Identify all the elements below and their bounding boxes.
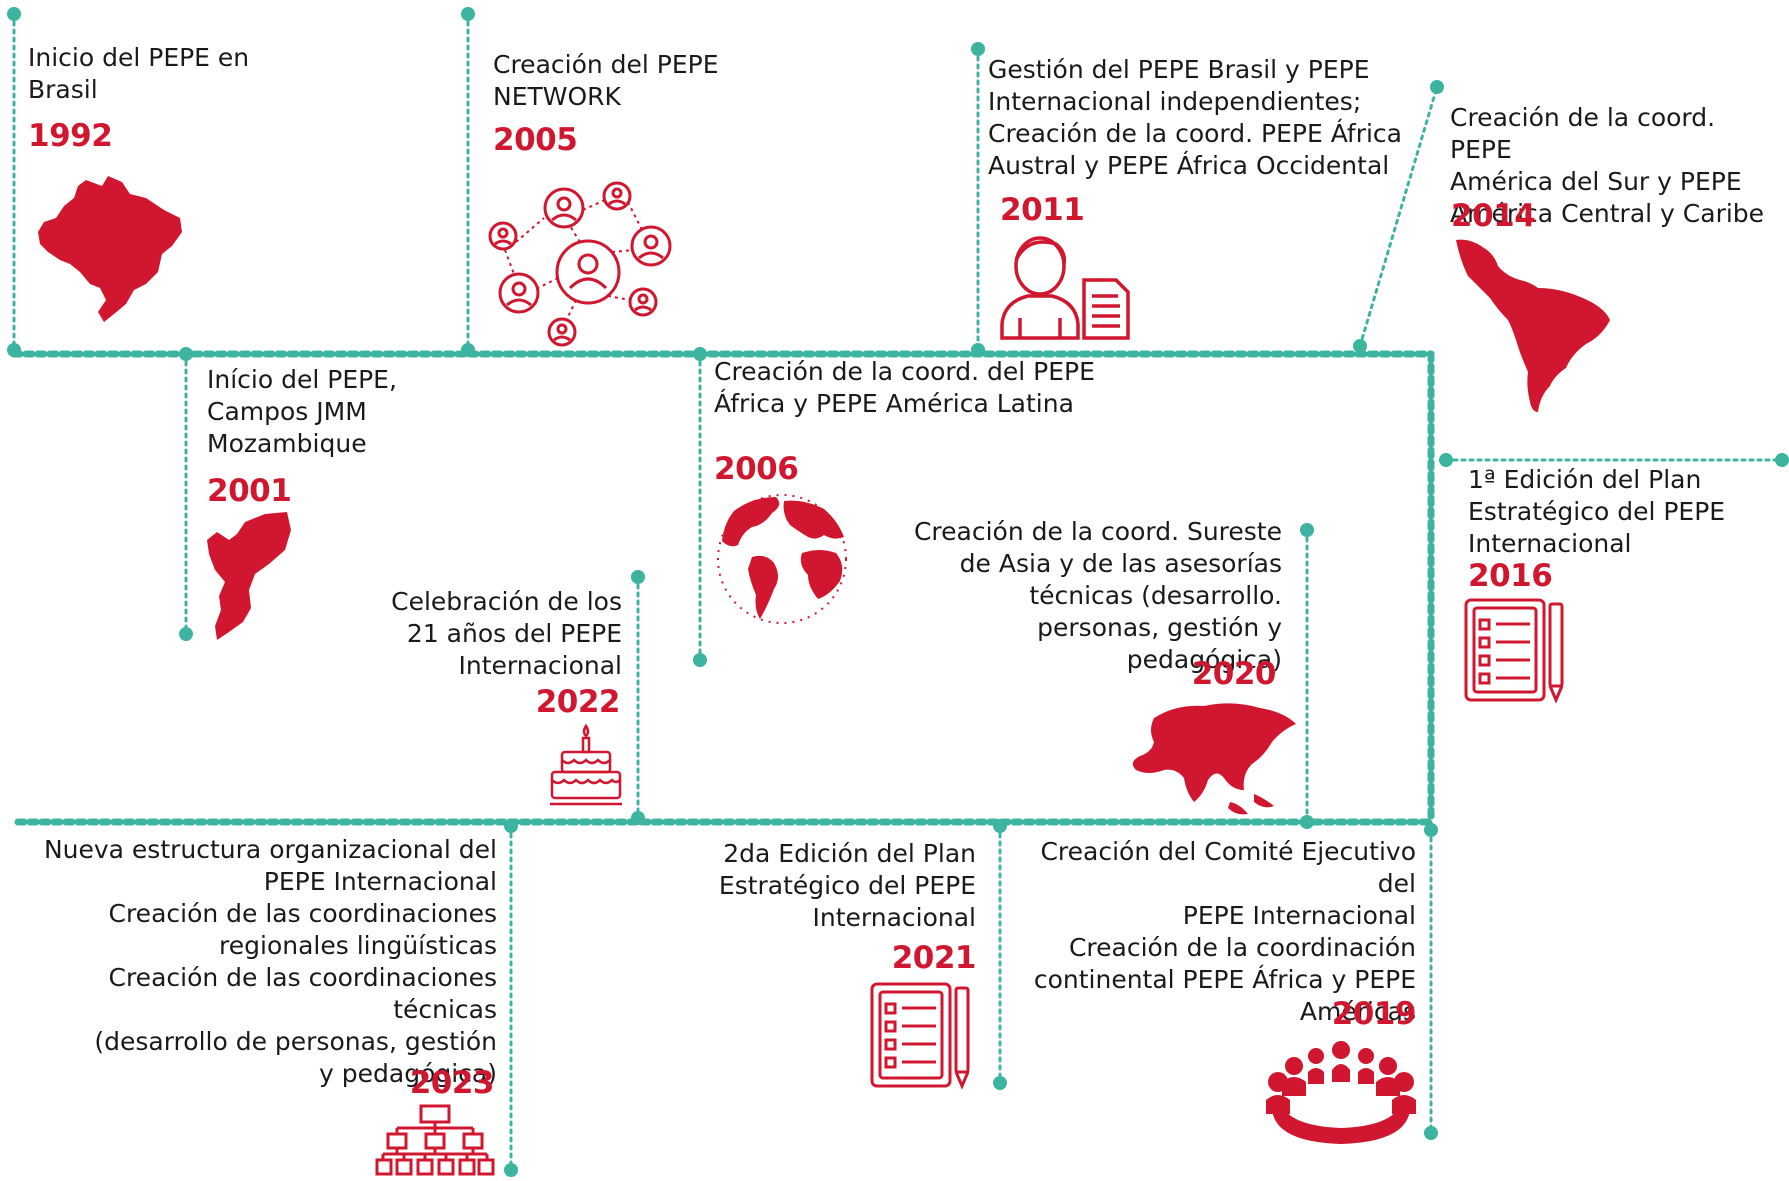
checklist-icon xyxy=(1464,598,1564,704)
milestone-text-2020: Creación de la coord. Sureste de Asia y … xyxy=(913,517,1282,674)
timeline-node xyxy=(461,7,475,21)
timeline-node xyxy=(7,7,21,21)
timeline-node xyxy=(1353,339,1367,353)
milestone-year-2006: 2006 xyxy=(714,451,799,487)
asia-map-icon xyxy=(1132,703,1296,815)
milestone-year-2020: 2020 xyxy=(1191,656,1277,692)
milestone-year-2023: 2023 xyxy=(409,1065,495,1101)
milestone-text-1992: Inicio del PEPE en Brasil xyxy=(28,43,250,104)
milestone-text-2001: Início del PEPE, Campos JMM Mozambique xyxy=(207,365,397,458)
milestone-text-2021: 2da Edición del Plan Estratégico del PEP… xyxy=(718,839,976,932)
milestone-year-2022: 2022 xyxy=(535,684,621,720)
timeline-node xyxy=(631,570,645,584)
timeline-node xyxy=(461,343,475,357)
milestone-text-2023: Nueva estructura organizacional del PEPE… xyxy=(43,835,497,1088)
timeline-node xyxy=(693,347,707,361)
timeline-node xyxy=(693,653,707,667)
timeline-node xyxy=(1439,453,1453,467)
timeline-node xyxy=(504,819,518,833)
org-chart-icon xyxy=(375,1104,495,1176)
timeline-node xyxy=(1300,523,1314,537)
milestone-year-2019: 2019 xyxy=(1331,996,1417,1032)
person-document-icon xyxy=(1000,236,1130,340)
checklist-icon xyxy=(870,982,970,1090)
mozambique-map-icon xyxy=(207,512,291,640)
milestone-year-2001: 2001 xyxy=(207,473,292,509)
latin-america-map-icon xyxy=(1456,239,1610,412)
brazil-map-icon xyxy=(38,176,182,322)
timeline-node xyxy=(7,343,21,357)
milestone-year-2014: 2014 xyxy=(1451,198,1536,234)
milestone-year-2021: 2021 xyxy=(891,940,977,976)
milestone-year-1992: 1992 xyxy=(28,118,113,154)
timeline-node xyxy=(1424,823,1438,837)
timeline-node xyxy=(631,811,645,825)
milestone-text-2014: Creación de la coord. PEPE América del S… xyxy=(1450,103,1765,228)
timeline-node xyxy=(993,1076,1007,1090)
meeting-table-icon xyxy=(1266,1041,1416,1144)
milestone-text-2006: Creación de la coord. del PEPE África y … xyxy=(714,357,1095,418)
timeline-node xyxy=(1300,815,1314,829)
milestone-year-2016: 2016 xyxy=(1468,558,1553,594)
globe-icon xyxy=(717,494,847,624)
timeline-node xyxy=(504,1163,518,1177)
timeline-node xyxy=(1430,80,1444,94)
birthday-cake-icon xyxy=(550,723,622,806)
milestone-text-2005: Creación del PEPE NETWORK xyxy=(493,50,719,111)
timeline-node xyxy=(1424,1126,1438,1140)
milestone-text-2019: Creación del Comité Ejecutivo del PEPE I… xyxy=(1033,837,1416,1026)
milestone-text-2022: Celebración de los 21 años del PEPE Inte… xyxy=(391,587,622,680)
milestone-text-2016: 1ª Edición del Plan Estratégico del PEPE… xyxy=(1468,465,1726,558)
milestone-year-2005: 2005 xyxy=(493,122,578,158)
milestone-text-2011: Gestión del PEPE Brasil y PEPE Internaci… xyxy=(988,55,1403,180)
timeline-node xyxy=(993,819,1007,833)
timeline-node xyxy=(179,627,193,641)
timeline-node xyxy=(179,347,193,361)
milestone-year-2011: 2011 xyxy=(1000,192,1085,228)
network-people-icon xyxy=(488,181,672,347)
timeline-node xyxy=(971,42,985,56)
timeline-node xyxy=(971,343,985,357)
timeline-node xyxy=(1775,453,1789,467)
